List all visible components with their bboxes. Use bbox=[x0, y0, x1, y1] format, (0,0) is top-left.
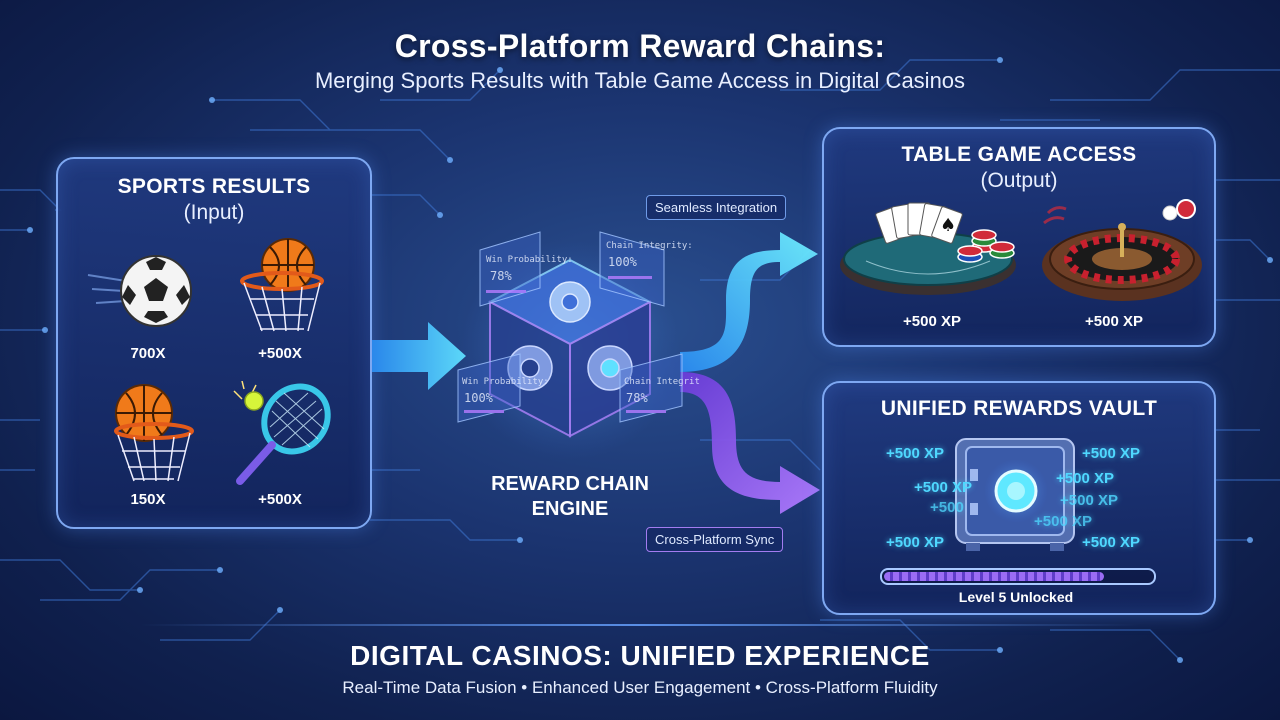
sport-result-label: 150X bbox=[130, 491, 166, 508]
screen-text: Chain Integrity: bbox=[624, 377, 700, 387]
engine-label-line1: REWARD CHAIN bbox=[491, 473, 649, 495]
tennis-racket-icon bbox=[233, 381, 331, 485]
screen-text: Chain Integrity: bbox=[606, 241, 693, 251]
seamless-integration-tag: Seamless Integration bbox=[646, 195, 787, 220]
data-screen: Win Probability: 78% bbox=[479, 231, 573, 307]
screen-text: Win Probability: bbox=[486, 255, 573, 265]
data-screen: Chain Integrity: 78% bbox=[619, 353, 700, 423]
engine-label-line2: ENGINE bbox=[531, 498, 609, 520]
gear-icon bbox=[587, 345, 633, 391]
vault-safe-icon bbox=[955, 438, 1075, 551]
reward-chain-engine-cube: Win Probability: 78% Chain Integrity: 10… bbox=[457, 231, 700, 460]
sport-result-label: +500X bbox=[258, 491, 302, 508]
roulette-wheel-icon bbox=[1042, 199, 1202, 301]
xp-badge: +500 XP bbox=[1082, 534, 1140, 551]
panel-title: UNIFIED REWARDS VAULT bbox=[880, 397, 1158, 420]
xp-badge: +500 bbox=[930, 499, 964, 516]
footer-divider bbox=[140, 624, 1140, 626]
game-xp-label: +500 XP bbox=[903, 313, 961, 330]
xp-badge: +500 XP bbox=[1082, 445, 1140, 462]
xp-badge: +500 XP bbox=[1060, 492, 1118, 509]
panel-subtitle: (Input) bbox=[183, 201, 245, 224]
xp-badge: +500 XP bbox=[914, 479, 972, 496]
basketball-hoop-icon bbox=[240, 238, 324, 332]
sport-result-label: 700X bbox=[130, 345, 166, 362]
screen-text: 100% bbox=[464, 391, 494, 405]
level-progress-fill bbox=[884, 572, 1104, 581]
xp-badge: +500 XP bbox=[886, 445, 944, 462]
footer-subtitle: Real-Time Data Fusion • Enhanced User En… bbox=[342, 678, 938, 697]
panel-subtitle: (Output) bbox=[980, 169, 1058, 192]
vault-arrow bbox=[680, 372, 820, 514]
page-title: Cross-Platform Reward Chains: bbox=[394, 28, 886, 64]
game-xp-label: +500 XP bbox=[1085, 313, 1143, 330]
data-screen: Chain Integrity: 100% bbox=[599, 231, 693, 307]
cross-platform-sync-tag: Cross-Platform Sync bbox=[646, 527, 784, 552]
svg-text:♠: ♠ bbox=[940, 215, 956, 236]
unified-rewards-vault-panel: UNIFIED REWARDS VAULT +500 XP +500 XP +5… bbox=[822, 381, 1216, 615]
screen-text: Win Probability: bbox=[462, 377, 549, 387]
sport-result-label: +500X bbox=[258, 345, 302, 362]
level-unlocked-label: Level 5 Unlocked bbox=[958, 589, 1074, 605]
engine-label: REWARD CHAIN ENGINE bbox=[480, 472, 660, 522]
xp-badge: +500 XP bbox=[886, 534, 944, 551]
panel-title: TABLE GAME ACCESS bbox=[901, 143, 1137, 166]
output-arrow bbox=[680, 232, 818, 372]
panel-title: SPORTS RESULTS bbox=[117, 175, 311, 198]
page-subtitle: Merging Sports Results with Table Game A… bbox=[314, 68, 966, 93]
table-game-access-panel: TABLE GAME ACCESS (Output) ♠ +500 XP bbox=[822, 127, 1216, 347]
xp-badge: +500 XP bbox=[1034, 513, 1092, 530]
sports-results-panel: SPORTS RESULTS (Input) 700X +500X 150X bbox=[56, 157, 372, 529]
gear-icon bbox=[549, 281, 591, 323]
soccer-ball-icon bbox=[87, 255, 192, 327]
data-screen: Win Probability: 100% bbox=[457, 353, 549, 423]
xp-badge: +500 XP bbox=[1056, 470, 1114, 487]
screen-text: 100% bbox=[608, 255, 638, 269]
basketball-net-icon bbox=[114, 384, 194, 482]
input-arrow bbox=[372, 322, 466, 390]
footer-title: DIGITAL CASINOS: UNIFIED EXPERIENCE bbox=[350, 640, 930, 671]
screen-text: 78% bbox=[490, 269, 512, 283]
blackjack-table-icon: ♠ bbox=[840, 202, 1016, 295]
gear-icon bbox=[507, 345, 553, 391]
level-progress-bar bbox=[880, 568, 1156, 585]
screen-text: 78% bbox=[626, 391, 648, 405]
